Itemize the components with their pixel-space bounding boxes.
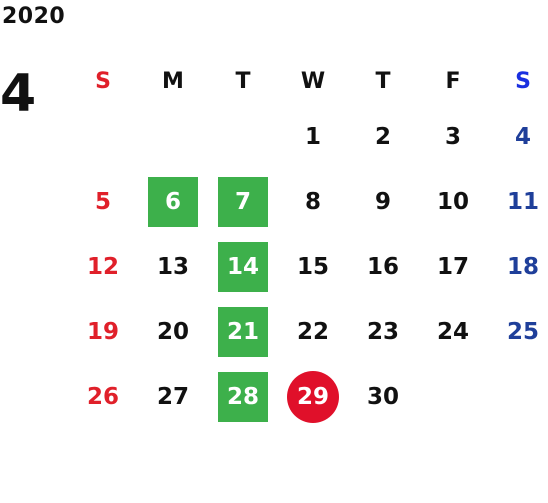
weekday-sunday: S <box>95 68 111 94</box>
week-row: 26 27 28 29 30 <box>68 364 548 429</box>
day-number: 21 <box>218 306 268 357</box>
day-cell[interactable]: 16 <box>348 242 418 292</box>
day-number <box>218 112 268 162</box>
day-number: 28 <box>218 371 268 422</box>
week-row: 12 13 14 15 16 17 18 <box>68 234 548 299</box>
day-cell[interactable]: 19 <box>68 307 138 357</box>
day-number: 7 <box>218 176 268 227</box>
day-number <box>78 112 128 162</box>
day-cell[interactable]: 28 <box>208 371 278 422</box>
day-cell[interactable]: 11 <box>488 177 548 227</box>
year-label: 2020 <box>2 4 66 29</box>
day-number: 12 <box>86 253 119 280</box>
day-cell[interactable]: 10 <box>418 177 488 227</box>
day-number: 17 <box>436 253 469 280</box>
day-cell[interactable]: 8 <box>278 177 348 227</box>
day-number: 6 <box>148 176 198 227</box>
day-cell[interactable]: 12 <box>68 242 138 292</box>
day-number: 14 <box>218 241 268 292</box>
empty-day-cell <box>418 372 488 422</box>
empty-day-cell <box>488 372 548 422</box>
day-cell[interactable]: 21 <box>208 306 278 357</box>
weekday-header-row: S M T W T F S <box>68 58 548 104</box>
day-number: 15 <box>296 253 329 280</box>
weekday-monday: M <box>162 68 184 94</box>
day-number <box>148 112 198 162</box>
day-cell[interactable]: 20 <box>138 307 208 357</box>
day-cell[interactable]: 15 <box>278 242 348 292</box>
month-number: 4 <box>0 64 37 124</box>
day-cell[interactable]: 30 <box>348 372 418 422</box>
day-number: 9 <box>374 188 391 215</box>
day-number: 13 <box>156 253 189 280</box>
day-number: 26 <box>86 383 119 410</box>
day-cell[interactable]: 27 <box>138 372 208 422</box>
day-number: 11 <box>506 188 539 215</box>
day-cell[interactable]: 7 <box>208 176 278 227</box>
day-number: 16 <box>366 253 399 280</box>
weekday-tuesday: T <box>235 68 251 94</box>
day-number: 4 <box>514 123 531 150</box>
day-cell[interactable]: 3 <box>418 112 488 162</box>
day-cell[interactable]: 23 <box>348 307 418 357</box>
day-number: 22 <box>296 318 329 345</box>
day-number: 27 <box>156 383 189 410</box>
day-number: 18 <box>506 253 539 280</box>
weekday-saturday: S <box>515 68 531 94</box>
day-number: 3 <box>444 123 461 150</box>
day-cell[interactable]: 17 <box>418 242 488 292</box>
week-row: 1 2 3 4 <box>68 104 548 169</box>
day-number <box>428 372 478 422</box>
empty-day-cell <box>208 112 278 162</box>
day-cell[interactable]: 18 <box>488 242 548 292</box>
day-cell[interactable]: 14 <box>208 241 278 292</box>
day-cell[interactable]: 2 <box>348 112 418 162</box>
day-number: 23 <box>366 318 399 345</box>
day-cell[interactable]: 1 <box>278 112 348 162</box>
day-number: 20 <box>156 318 189 345</box>
week-row: 19 20 21 22 23 24 25 <box>68 299 548 364</box>
day-cell[interactable]: 26 <box>68 372 138 422</box>
day-number: 10 <box>436 188 469 215</box>
day-cell[interactable]: 24 <box>418 307 488 357</box>
day-number: 25 <box>506 318 539 345</box>
day-cell[interactable]: 29 <box>278 370 348 423</box>
day-number: 24 <box>436 318 469 345</box>
day-cell[interactable]: 22 <box>278 307 348 357</box>
day-cell[interactable]: 6 <box>138 176 208 227</box>
empty-day-cell <box>138 112 208 162</box>
weekday-thursday: T <box>375 68 391 94</box>
day-cell[interactable]: 25 <box>488 307 548 357</box>
day-number: 30 <box>366 383 399 410</box>
day-cell[interactable]: 9 <box>348 177 418 227</box>
day-cell[interactable]: 13 <box>138 242 208 292</box>
empty-day-cell <box>68 112 138 162</box>
weekday-friday: F <box>445 68 461 94</box>
day-number: 5 <box>94 188 111 215</box>
weekday-wednesday: W <box>300 68 326 94</box>
day-cell[interactable]: 4 <box>488 112 548 162</box>
day-number: 8 <box>304 188 321 215</box>
day-number <box>498 372 548 422</box>
day-number: 2 <box>374 123 391 150</box>
day-number: 1 <box>304 123 321 150</box>
day-cell[interactable]: 5 <box>68 177 138 227</box>
day-number: 29 <box>287 370 339 423</box>
day-number: 19 <box>86 318 119 345</box>
